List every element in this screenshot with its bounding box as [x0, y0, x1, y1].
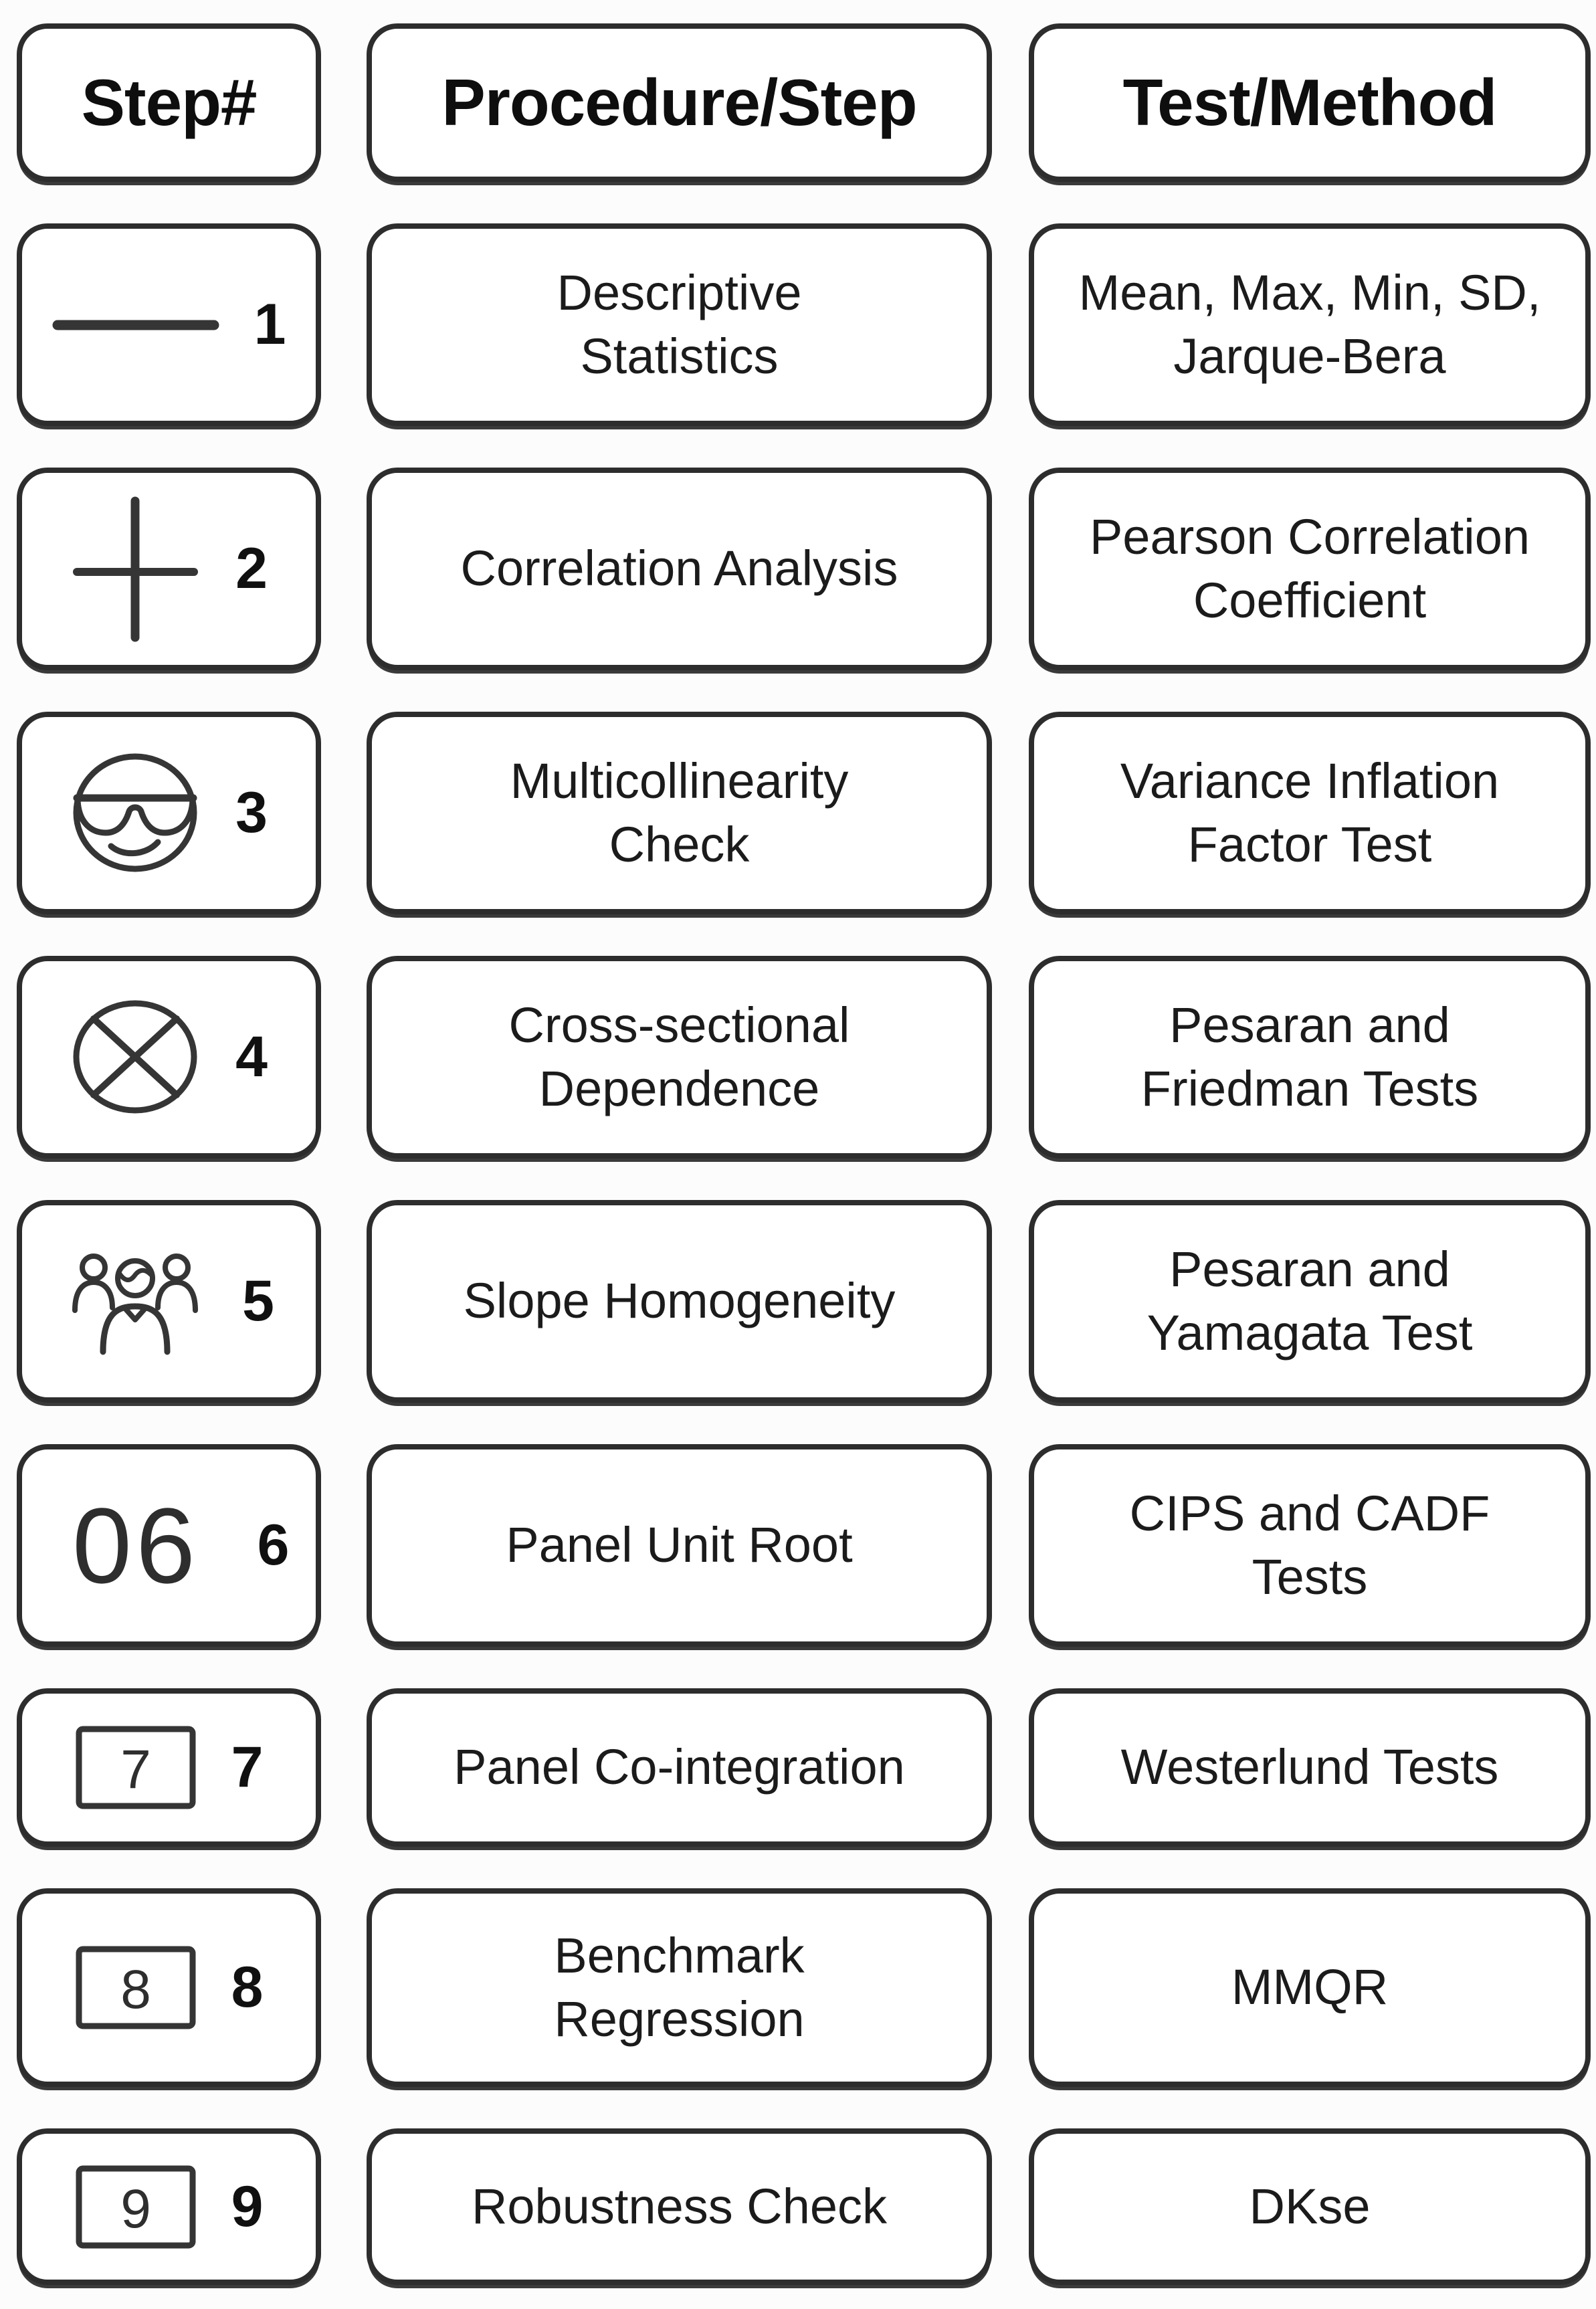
- procedure-cell: Benchmark Regression: [367, 1888, 992, 2087]
- step-cell: 06 6: [17, 1444, 321, 1647]
- procedure-label: Descriptive Statistics: [557, 264, 802, 384]
- test-label: Mean, Max, Min, SD, Jarque-Bera: [1078, 264, 1541, 384]
- step-number: 7: [231, 1735, 264, 1799]
- test-label: Pesaran and Yamagata Test: [1146, 1241, 1473, 1361]
- boxed-digit-icon: 8: [75, 1945, 197, 2030]
- step-cell: 3: [17, 712, 321, 914]
- procedure-cell: Cross-sectional Dependence: [367, 956, 992, 1159]
- test-label: MMQR: [1231, 1959, 1389, 2015]
- outline-number-icon: 06: [49, 1484, 223, 1607]
- test-cell: CIPS and CADF Tests: [1029, 1444, 1591, 1647]
- table-row: 9 9 Robustness Check DKse: [17, 2128, 1596, 2285]
- test-cell: Pesaran and Yamagata Test: [1029, 1200, 1591, 1403]
- test-label: DKse: [1249, 2178, 1371, 2234]
- procedure-label: Panel Unit Root: [506, 1517, 853, 1573]
- step-number: 9: [231, 2174, 264, 2239]
- header-step-label: Step#: [81, 66, 258, 139]
- step-number: 2: [235, 536, 268, 601]
- test-cell: Mean, Max, Min, SD, Jarque-Bera: [1029, 223, 1591, 426]
- procedure-cell: Robustness Check: [367, 2128, 992, 2285]
- procedure-cell: Correlation Analysis: [367, 468, 992, 670]
- test-cell: Pearson Correlation Coefficient: [1029, 468, 1591, 670]
- test-label: Pearson Correlation Coefficient: [1089, 508, 1530, 628]
- test-cell: MMQR: [1029, 1888, 1591, 2087]
- step-cell: 9 9: [17, 2128, 321, 2285]
- svg-text:7: 7: [120, 1739, 151, 1800]
- test-label: Variance Inflation Factor Test: [1120, 752, 1500, 872]
- step-cell: 2: [17, 468, 321, 670]
- header-test-label: Test/Method: [1122, 66, 1498, 139]
- boxed-digit-icon: 9: [75, 2165, 197, 2249]
- step-cell: 1: [17, 223, 321, 426]
- table-row: 06 6 Panel Unit Root CIPS and CADF Tests: [17, 1444, 1596, 1647]
- step-number: 3: [235, 781, 268, 845]
- table-row: 3 Multicollinearity Check Variance Infla…: [17, 712, 1596, 914]
- procedure-label: Robustness Check: [471, 2178, 888, 2234]
- header-test: Test/Method: [1029, 23, 1591, 182]
- procedure-label: Slope Homogeneity: [463, 1273, 896, 1329]
- table-row: 4 Cross-sectional Dependence Pesaran and…: [17, 956, 1596, 1159]
- svg-text:8: 8: [120, 1959, 151, 2020]
- header-procedure-label: Procedure/Step: [441, 66, 917, 139]
- step-number: 6: [257, 1513, 290, 1577]
- crossed-circle-icon: [70, 999, 201, 1116]
- test-cell: Westerlund Tests: [1029, 1688, 1591, 1847]
- svg-text:06: 06: [72, 1486, 199, 1605]
- test-label: Pesaran and Friedman Tests: [1140, 997, 1479, 1116]
- procedure-cell: Slope Homogeneity: [367, 1200, 992, 1403]
- people-group-icon: [64, 1243, 207, 1360]
- table-row: 7 7 Panel Co-integration Westerlund Test…: [17, 1688, 1596, 1847]
- step-cell: 5: [17, 1200, 321, 1403]
- procedure-cell: Multicollinearity Check: [367, 712, 992, 914]
- table-header-row: Step# Procedure/Step Test/Method: [17, 23, 1596, 182]
- step-number: 8: [231, 1955, 264, 2019]
- step-number: 4: [235, 1025, 268, 1089]
- test-cell: Variance Inflation Factor Test: [1029, 712, 1591, 914]
- cool-face-icon: [70, 751, 201, 875]
- table-row: 1 Descriptive Statistics Mean, Max, Min,…: [17, 223, 1596, 426]
- procedure-label: Cross-sectional Dependence: [508, 997, 850, 1116]
- test-label: CIPS and CADF Tests: [1129, 1485, 1490, 1605]
- test-cell: Pesaran and Friedman Tests: [1029, 956, 1591, 1159]
- step-cell: 8 8: [17, 1888, 321, 2087]
- test-cell: DKse: [1029, 2128, 1591, 2285]
- procedure-cell: Descriptive Statistics: [367, 223, 992, 426]
- boxed-digit-icon: 7: [75, 1725, 197, 1810]
- table-row: 5 Slope Homogeneity Pesaran and Yamagata…: [17, 1200, 1596, 1403]
- table-body: 1 Descriptive Statistics Mean, Max, Min,…: [0, 223, 1596, 2285]
- test-label: Westerlund Tests: [1120, 1739, 1499, 1795]
- dash-icon: [52, 312, 219, 338]
- header-step: Step#: [17, 23, 321, 182]
- step-number: 5: [242, 1269, 274, 1333]
- step-cell: 4: [17, 956, 321, 1159]
- step-number: 1: [254, 292, 286, 357]
- table-row: 8 8 Benchmark Regression MMQR: [17, 1888, 1596, 2087]
- plus-icon: [70, 490, 201, 647]
- procedure-label: Multicollinearity Check: [510, 752, 849, 872]
- header-procedure: Procedure/Step: [367, 23, 992, 182]
- procedure-label: Benchmark Regression: [554, 1927, 805, 2047]
- procedure-cell: Panel Unit Root: [367, 1444, 992, 1647]
- table-row: 2 Correlation Analysis Pearson Correlati…: [17, 468, 1596, 670]
- svg-text:9: 9: [120, 2179, 151, 2239]
- procedure-label: Correlation Analysis: [460, 540, 898, 597]
- procedure-label: Panel Co-integration: [454, 1739, 905, 1795]
- procedure-cell: Panel Co-integration: [367, 1688, 992, 1847]
- step-cell: 7 7: [17, 1688, 321, 1847]
